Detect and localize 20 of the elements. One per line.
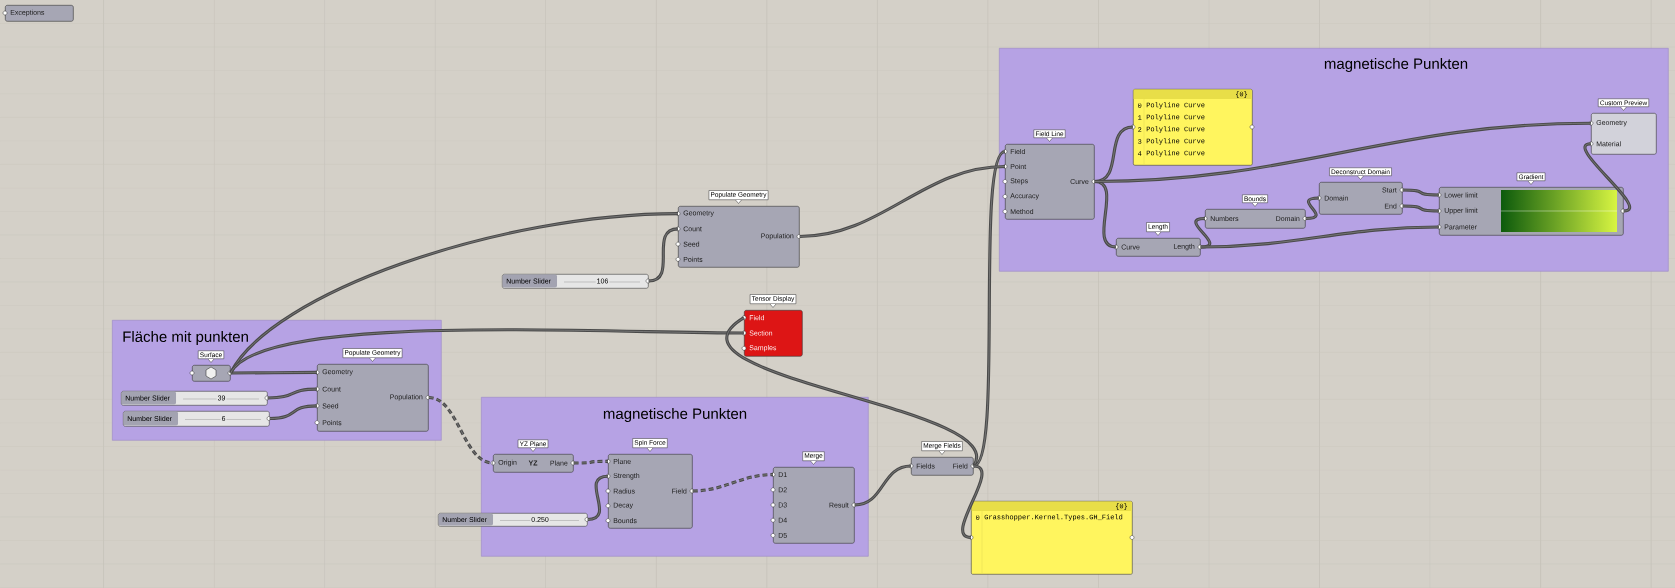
wire: [726, 316, 977, 467]
wire: [799, 164, 1006, 239]
wire: [230, 370, 318, 375]
wire: [1402, 204, 1440, 213]
wire: [1305, 196, 1320, 221]
wire: [961, 464, 984, 539]
wire: [972, 150, 1007, 468]
wire: [573, 459, 609, 465]
wire: [1094, 121, 1592, 184]
wire: [587, 474, 609, 522]
wire: [854, 464, 912, 507]
wire: [229, 328, 745, 375]
wire: [428, 395, 494, 465]
wire: [1402, 188, 1440, 197]
wire: [1200, 225, 1440, 249]
wire: [692, 473, 774, 493]
wire: [267, 387, 318, 400]
wire: [269, 404, 318, 421]
wire: [1583, 142, 1631, 213]
wire: [648, 227, 679, 283]
